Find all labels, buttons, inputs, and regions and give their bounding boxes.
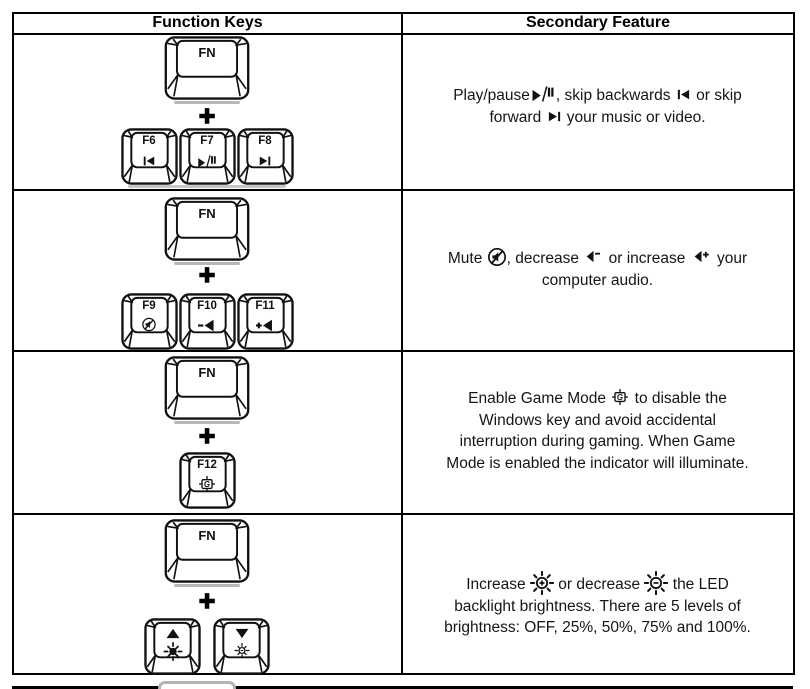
brightness-high-icon: [163, 642, 182, 661]
next-row-border: [12, 686, 793, 689]
keycap-fn: FN: [164, 519, 250, 583]
keycap-f10: F10: [179, 293, 236, 350]
plus-sign: +: [198, 259, 216, 290]
play-pause-icon: [196, 154, 218, 169]
arrow-down-icon: [234, 628, 249, 639]
keycap-label: F8: [258, 135, 272, 147]
table-border-top: [12, 12, 795, 14]
key-combo-game-mode: FN + F12: [112, 356, 302, 512]
keycap-fn: FN: [164, 36, 250, 100]
keycap-arrow-down: [213, 618, 270, 675]
keycap-fn: FN: [164, 356, 250, 420]
game-mode-icon: [610, 387, 630, 407]
keycap-f6: F6: [121, 128, 178, 185]
keycap-shadow: [174, 421, 240, 424]
volume-up-icon: [256, 318, 274, 333]
keycap-shadow: [174, 101, 240, 104]
keycap-f8: F8: [237, 128, 294, 185]
header-secondary-feature: Secondary Feature: [525, 14, 671, 31]
table-border-bottom: [12, 673, 795, 675]
skip-forward-icon: [546, 109, 563, 124]
keycap-f7: F7: [179, 128, 236, 185]
keycap-f11: F11: [237, 293, 294, 350]
key-combo-audio: FN + F9 F10 F11: [112, 197, 302, 353]
brightness-up-icon: [530, 571, 554, 595]
keys-shadow: [128, 185, 286, 188]
keycap-label: F12: [197, 459, 217, 471]
keycap-shadow: [174, 262, 240, 265]
plus-sign: +: [198, 420, 216, 451]
keycap-label: FN: [198, 206, 216, 221]
row-divider-2: [12, 350, 795, 352]
keycap-shadow: [174, 584, 240, 587]
keycap-label: F7: [200, 135, 214, 147]
keycap-fn: FN: [164, 197, 250, 261]
keycap-arrow-up: [144, 618, 201, 675]
keycap-label: FN: [198, 365, 216, 380]
vol-up-icon: [690, 249, 713, 264]
mute-icon: [142, 317, 157, 332]
keycap-f12: F12: [179, 452, 236, 509]
game-mode-icon: [197, 474, 217, 494]
column-divider: [401, 12, 403, 675]
keycap-label: F9: [142, 300, 156, 312]
key-combo-brightness: FN +: [112, 519, 302, 679]
cutoff-keycap-hint: [158, 681, 236, 689]
keycap-label: FN: [198, 528, 216, 543]
plus-sign: +: [198, 585, 216, 616]
play-pause-icon: [530, 85, 556, 103]
brightness-down-icon: [644, 571, 668, 595]
keycap-label: F10: [197, 300, 217, 312]
keycap-label: F11: [255, 300, 275, 312]
skip-back-icon: [141, 154, 157, 168]
skip-forward-icon: [257, 154, 273, 168]
volume-down-icon: [198, 318, 216, 333]
key-combo-media: FN + F6 F7 F8: [112, 36, 302, 188]
row-divider-3: [12, 513, 795, 515]
vol-down-icon: [583, 249, 604, 264]
mute-icon: [487, 247, 507, 267]
brightness-low-icon: [233, 642, 250, 659]
arrow-up-icon: [165, 628, 180, 639]
keycap-f9: F9: [121, 293, 178, 350]
header-divider: [12, 33, 795, 35]
keycap-label: FN: [198, 45, 216, 60]
header-function-keys: Function Keys: [152, 14, 263, 31]
table-border-right: [793, 12, 795, 675]
keycap-label: F6: [142, 135, 156, 147]
row-divider-1: [12, 189, 795, 191]
skip-back-icon: [675, 87, 692, 102]
table-border-left: [12, 12, 14, 675]
plus-sign: +: [198, 100, 216, 131]
